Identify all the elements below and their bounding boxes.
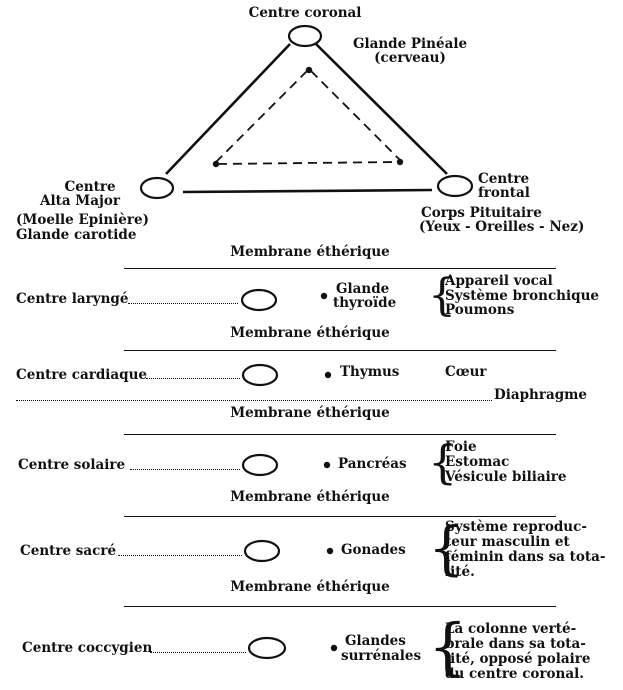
gland-label-thyroid-1: Glande (336, 281, 390, 297)
organ-cardiac-1: Cœur (445, 364, 487, 380)
inner-dashed-left (215, 70, 308, 163)
membrane-line-1 (124, 268, 556, 269)
gland-label-thymus: Thymus (340, 364, 400, 380)
organ-solar-3: Vésicule biliaire (445, 469, 567, 485)
leader-dots-solar (130, 469, 240, 470)
membrane-label-3: Membrane éthérique (230, 405, 390, 421)
center-label-coccygeal: Centre coccygien (22, 640, 153, 656)
brace-coccygeal: { (428, 610, 468, 683)
inner-apex-dot (305, 66, 313, 74)
organ-sacral-4: lité. (445, 564, 475, 580)
leader-dots-sacral (118, 555, 242, 556)
inner-dashed-base (217, 161, 399, 165)
center-label-cardiac: Centre cardiaque (16, 367, 148, 383)
alta-major-label-4: Glande carotide (16, 227, 137, 243)
cardiac-centre-oval (241, 363, 279, 387)
organ-solar-1: Foie (445, 439, 477, 455)
triangle-base-edge (182, 188, 433, 194)
gland-label-thyroid-2: thyroïde (333, 295, 397, 311)
gland-label-pancreas: Pancréas (338, 456, 407, 472)
pineal-gland-label: Glande Pinéale (352, 36, 468, 52)
laryngeal-centre-oval (240, 288, 278, 312)
organ-laryngeal-2: Système bronchique (445, 288, 599, 304)
gland-label-adrenals-1: Glandes (345, 633, 406, 649)
organ-sacral-1: Système reproduc- (445, 519, 587, 535)
membrane-line-5 (124, 606, 556, 607)
leader-dots-coccygeal (150, 652, 246, 653)
center-label-laryngeal: Centre laryngé (16, 291, 129, 307)
pineal-gland-sublabel: (cerveau) (374, 50, 446, 66)
membrane-line-2 (124, 350, 556, 351)
alta-major-label-2: Alta Major (40, 193, 120, 209)
coronal-centre-oval (287, 24, 323, 48)
brace-sacral: { (428, 514, 465, 582)
brace-laryngeal: { (428, 270, 456, 321)
frontal-label-4: (Yeux - Oreilles - Nez) (419, 219, 585, 235)
triangle-right-edge (315, 43, 448, 175)
organ-coccygeal-2: brale dans sa tota- (445, 636, 586, 652)
head-triangle (139, 24, 474, 200)
membrane-label-1: Membrane éthérique (230, 244, 390, 260)
sacral-centre-oval (243, 539, 281, 563)
alta-major-label-3: (Moelle Epinière) (16, 212, 149, 228)
membrane-line-3 (124, 434, 556, 435)
alta-major-centre-oval (139, 176, 175, 200)
membrane-label-2: Membrane éthérique (230, 325, 390, 341)
membrane-label-5: Membrane éthérique (230, 579, 390, 595)
inner-dashed-right (310, 70, 401, 161)
frontal-label-3: Corps Pituitaire (421, 205, 542, 221)
center-label-solar: Centre solaire (18, 457, 126, 473)
organ-coccygeal-4: du centre coronal. (445, 666, 584, 682)
alta-major-label-1: Centre (64, 179, 116, 195)
coronal-centre-label: Centre coronal (248, 5, 362, 21)
organ-coccygeal-1: La colonne verté- (445, 621, 577, 637)
leader-dots-cardiac (146, 378, 240, 379)
organ-laryngeal-1: Appareil vocal (445, 273, 553, 289)
frontal-label-1: Centre (478, 171, 530, 187)
gland-dot-thymus (324, 371, 332, 379)
inner-right-dot (396, 158, 404, 166)
gland-dot-adrenals (330, 644, 338, 652)
gland-dot-thyroid (320, 292, 328, 300)
gland-dot-gonads (326, 547, 334, 555)
organ-solar-2: Estomac (445, 454, 510, 470)
frontal-centre-oval (436, 174, 474, 198)
membrane-label-4: Membrane éthérique (230, 489, 390, 505)
gland-label-adrenals-2: surrénales (341, 648, 422, 664)
triangle-left-edge (165, 43, 291, 175)
organ-laryngeal-3: Poumons (445, 302, 515, 318)
center-label-sacral: Centre sacré (20, 543, 117, 559)
inner-left-dot (212, 160, 220, 168)
brace-solar: { (428, 435, 458, 489)
organ-coccygeal-3: lité, opposé polaire (445, 651, 591, 667)
gland-label-gonads: Gonades (341, 542, 406, 558)
diaphragm-line (16, 400, 492, 401)
gland-dot-pancreas (323, 461, 331, 469)
leader-dots-laryngeal (128, 303, 238, 304)
diaphragm-label: Diaphragme (494, 387, 588, 403)
organ-sacral-2: teur masculin et (445, 534, 570, 550)
membrane-line-4 (124, 516, 556, 517)
frontal-label-2: frontal (478, 185, 530, 201)
organ-sacral-3: féminin dans sa tota- (445, 549, 606, 565)
solar-centre-oval (241, 453, 279, 477)
coccygeal-centre-oval (247, 636, 287, 660)
